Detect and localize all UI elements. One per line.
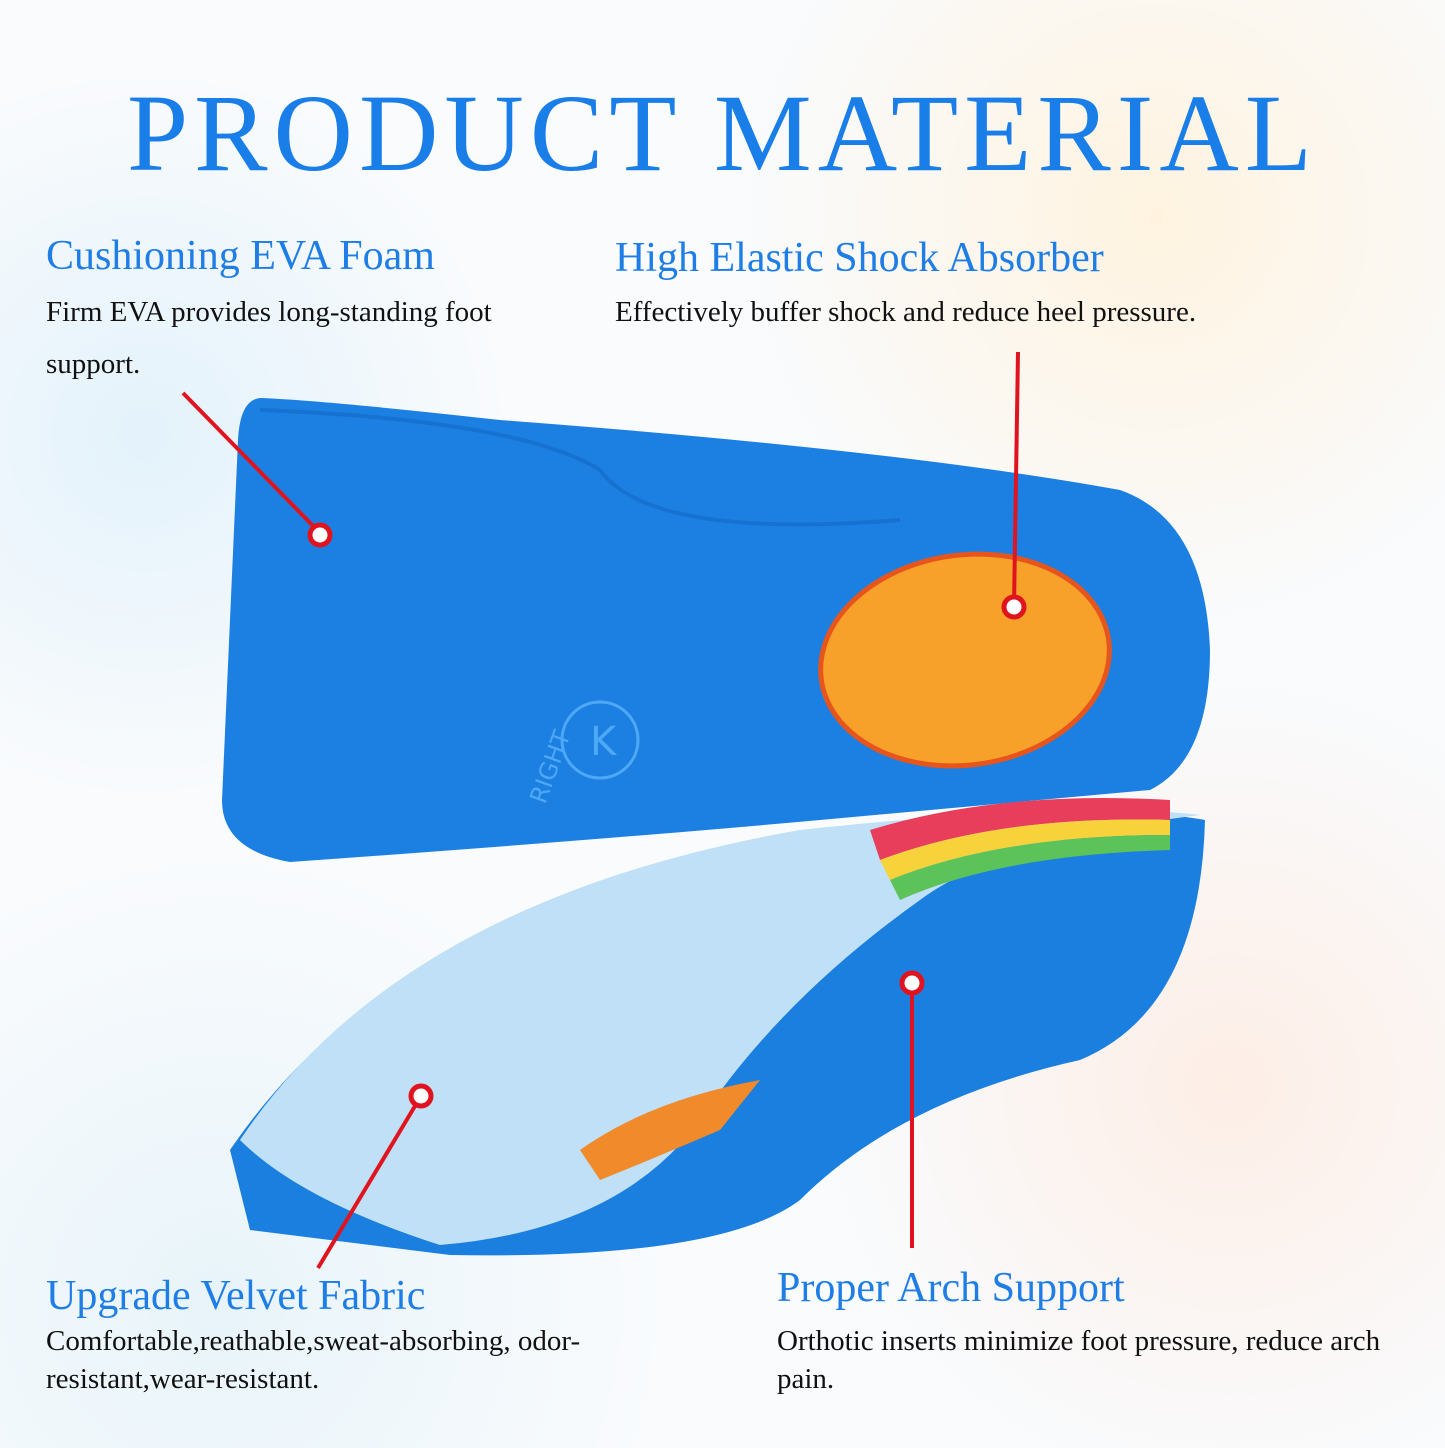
feature-text-shock: Effectively buffer shock and reduce heel… [615, 296, 1197, 328]
callout-dot-shock [1001, 594, 1027, 620]
feature-text-fabric: Comfortable,reathable,sweat-absorbing, o… [46, 1325, 581, 1395]
feature-heading-fabric: Upgrade Velvet Fabric [46, 1273, 426, 1319]
callout-dot-arch [899, 970, 925, 996]
feature-heading-eva: Cushioning EVA Foam [46, 233, 435, 279]
logo-k-icon [560, 700, 640, 780]
callout-dot-eva [307, 522, 333, 548]
orange-heel-pad [818, 551, 1112, 769]
logo-k-letter: K [590, 719, 618, 765]
feature-text-eva: Firm EVA provides long-standing foot sup… [46, 296, 492, 380]
feature-heading-arch: Proper Arch Support [777, 1265, 1125, 1311]
insole-top-fabric [240, 810, 1200, 1245]
feature-heading-shock: High Elastic Shock Absorber [615, 235, 1104, 281]
feature-text-arch: Orthotic inserts minimize foot pressure,… [777, 1325, 1381, 1395]
page-title: PRODUCT MATERIAL [126, 72, 1318, 194]
callout-dot-fabric [408, 1083, 434, 1109]
